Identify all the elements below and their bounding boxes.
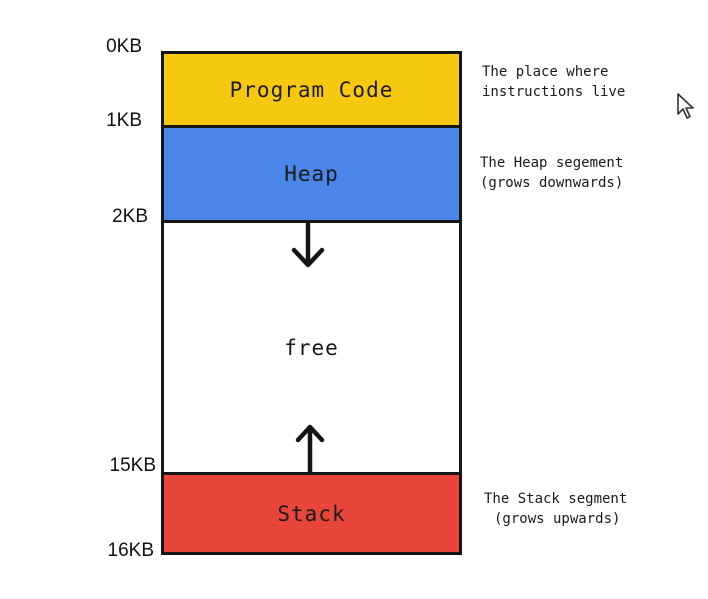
program-code-label: Program Code (229, 77, 394, 102)
stack-label: Stack (277, 501, 346, 526)
address-label-0kb: 0KB (106, 36, 142, 57)
free-label: free (284, 335, 339, 360)
program-code-note-line2: instructions live (482, 84, 626, 100)
heap-label: Heap (284, 162, 339, 186)
heap-note-line1: The Heap segement (480, 155, 624, 171)
stack-note: The Stack segment (grows upwards) (484, 489, 627, 529)
stack-note-line2: (grows upwards) (494, 511, 621, 527)
address-label-16kb: 16KB (107, 540, 154, 561)
mouse-cursor-icon (677, 93, 694, 119)
stack-segment: Stack (164, 472, 459, 552)
arrow-down-icon (291, 222, 325, 268)
arrow-up-icon (295, 424, 325, 472)
program-code-segment: Program Code (164, 54, 459, 128)
program-code-note-line1: The place where (482, 64, 609, 80)
stack-note-line1: The Stack segment (484, 491, 628, 507)
memory-block: Program Code Heap free Stack (161, 51, 462, 555)
address-label-15kb: 15KB (109, 455, 156, 476)
address-label-1kb: 1KB (106, 110, 142, 131)
heap-note-line2: (grows downwards) (480, 175, 624, 191)
address-label-2kb: 2KB (112, 206, 148, 227)
heap-note: The Heap segement (grows downwards) (480, 153, 623, 193)
program-code-note: The place where instructions live (482, 62, 625, 102)
heap-segment: Heap (164, 128, 459, 223)
